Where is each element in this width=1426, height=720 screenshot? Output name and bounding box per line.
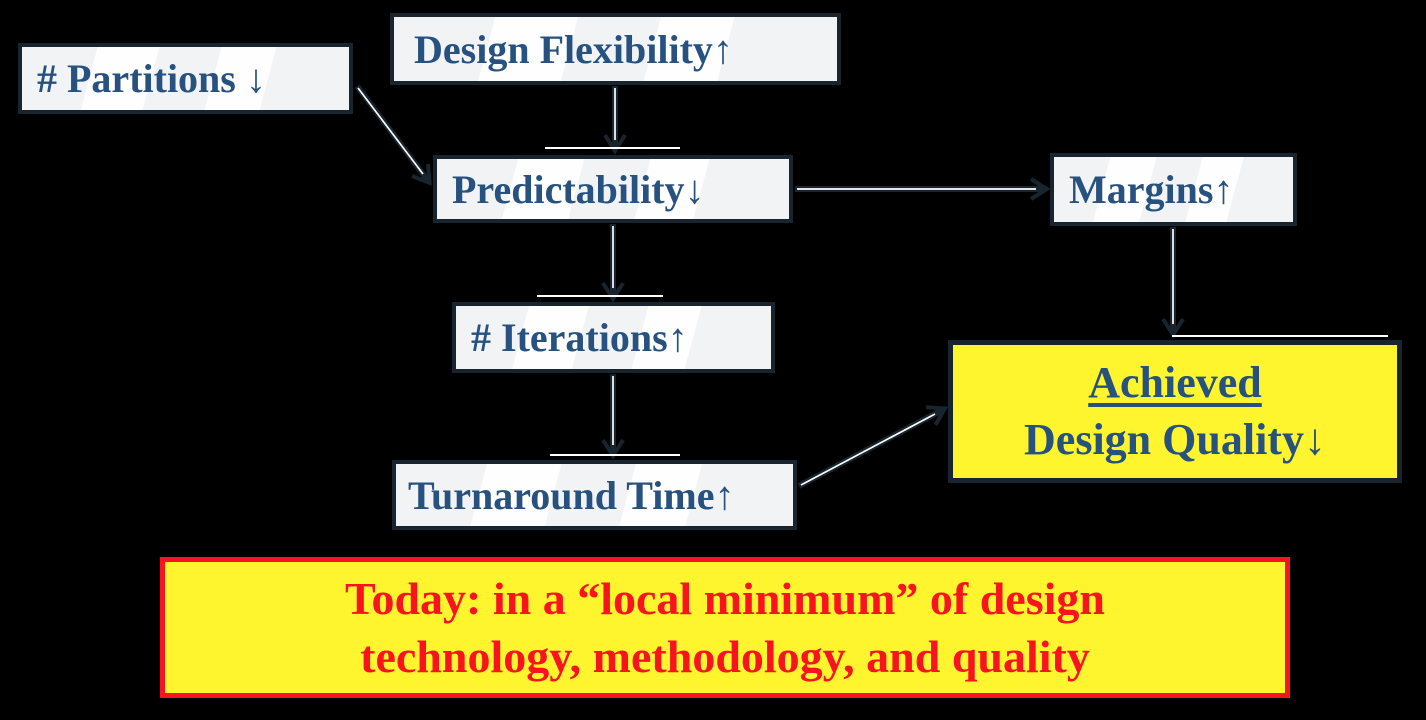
node-predictability-label: Predictability↓ [452, 166, 705, 212]
arrow-turnaround-to-achieved [797, 405, 949, 489]
node-iterations: # Iterations↑ [452, 302, 775, 373]
achieved-line2: Design Quality↓ [1024, 414, 1326, 464]
node-design-flexibility: Design Flexibility↑ [390, 13, 841, 85]
node-partitions-label: # Partitions ↓ [37, 56, 266, 101]
node-turnaround-time: Turnaround Time↑ [392, 460, 797, 530]
warning-banner: Today: in a “local minimum” of design te… [160, 557, 1290, 698]
node-predictability: Predictability↓ [433, 155, 793, 223]
node-iterations-label: # Iterations↑ [471, 315, 688, 360]
banner-line1: Today: in a “local minimum” of design [345, 572, 1105, 624]
achieved-line1: Achieved [1088, 358, 1262, 408]
node-partitions: # Partitions ↓ [18, 43, 353, 114]
node-margins: Margins↑ [1050, 153, 1297, 226]
node-design-flexibility-label: Design Flexibility↑ [414, 26, 733, 72]
banner-line2: technology, methodology, and quality [360, 630, 1090, 682]
node-achieved-design-quality: Achieved Design Quality↓ [948, 340, 1402, 483]
node-margins-label: Margins↑ [1069, 167, 1234, 212]
node-turnaround-time-label: Turnaround Time↑ [408, 472, 735, 518]
arrow-partitions-to-predictability [354, 84, 432, 186]
